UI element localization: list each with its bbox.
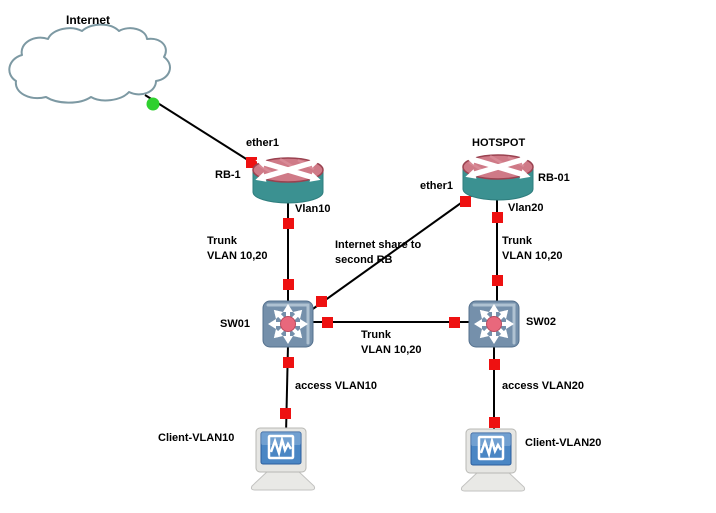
node-label-client-vlan10: Client-VLAN10 [158, 432, 235, 444]
port-marker-client20 [489, 417, 500, 428]
cloud-icon [8, 23, 171, 104]
port-marker-rb01-ether1 [460, 196, 471, 207]
router-rb1-node[interactable] [253, 155, 323, 203]
link-rb01-sw01[interactable] [302, 192, 476, 317]
cloud-port-status-marker [146, 97, 160, 111]
link-label-access-vlan10: access VLAN10 [295, 380, 377, 392]
client-vlan20-node[interactable] [460, 427, 526, 493]
internet-cloud-node[interactable] [8, 23, 171, 104]
node-label-rb01: RB-01 [538, 172, 570, 184]
port-marker-sw02-bottom [489, 359, 500, 370]
port-label-rb1-ether1: ether1 [246, 137, 280, 149]
port-marker-sw01-diag [316, 296, 327, 307]
switch-sw01-node[interactable] [261, 299, 315, 349]
node-label-sw01: SW01 [220, 318, 250, 330]
port-marker-rb1-vlan10 [283, 218, 294, 229]
switch-icon [467, 299, 521, 349]
workstation-icon [250, 426, 316, 492]
link-label-trunk-sw01-sw02: Trunk VLAN 10,20 [361, 329, 422, 356]
link-label-access-vlan20: access VLAN20 [502, 380, 584, 392]
node-label-internet: Internet [66, 13, 111, 27]
port-marker-rb1-ether1 [246, 157, 257, 168]
node-label-sw02: SW02 [526, 316, 556, 328]
node-label-rb1: RB-1 [215, 169, 241, 181]
router-rb01-node[interactable] [463, 152, 533, 200]
switch-sw02-node[interactable] [467, 299, 521, 349]
hostname-label-hotspot: HOTSPOT [472, 137, 526, 149]
port-marker-sw01-right [322, 317, 333, 328]
port-label-rb01-vlan20: Vlan20 [508, 202, 544, 214]
port-marker-sw02-left [449, 317, 460, 328]
router-icon [463, 152, 533, 200]
link-label-trunk-rb1-sw01: Trunk VLAN 10,20 [207, 235, 268, 262]
port-marker-sw02-top [492, 275, 503, 286]
port-label-rb01-ether1: ether1 [420, 180, 454, 192]
port-label-rb1-vlan10: Vlan10 [295, 203, 331, 215]
workstation-icon [460, 427, 526, 493]
port-marker-rb01-vlan20 [492, 212, 503, 223]
switch-icon [261, 299, 315, 349]
link-label-trunk-rb01-sw02: Trunk VLAN 10,20 [502, 235, 563, 262]
port-marker-sw01-top [283, 279, 294, 290]
client-vlan10-node[interactable] [250, 426, 316, 492]
link-label-internet-share: Internet share to second RB [335, 239, 422, 266]
port-marker-sw01-bottom [283, 357, 294, 368]
node-label-client-vlan20: Client-VLAN20 [525, 437, 602, 449]
port-status-markers [246, 157, 503, 428]
link-cloud-rb1[interactable] [144, 94, 252, 163]
router-icon [253, 155, 323, 203]
port-marker-client10 [280, 408, 291, 419]
